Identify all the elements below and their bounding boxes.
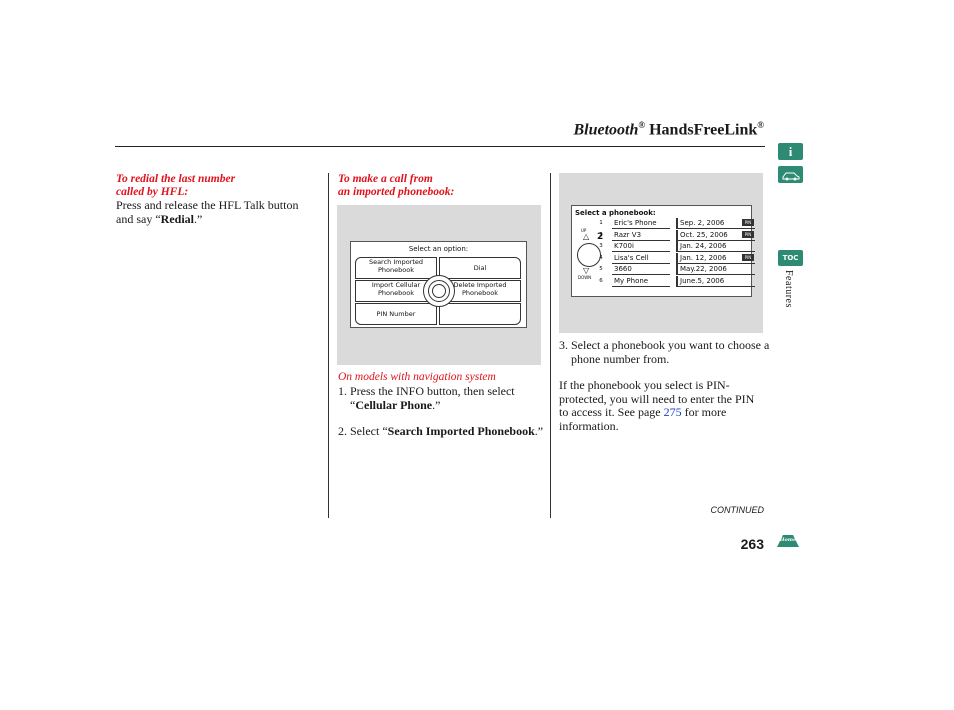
phonebook-date: Jan. 12, 2006 xyxy=(676,252,755,264)
phonebook-name: Razr V3 xyxy=(612,230,670,241)
column-divider-1 xyxy=(328,173,329,518)
pin-lock-icon: PIN xyxy=(742,219,754,226)
dial-knob-icon xyxy=(577,243,601,267)
info-icon[interactable]: i xyxy=(778,143,803,160)
phonebook-date: Oct. 25, 2006 xyxy=(676,229,755,241)
selector-knob-icon xyxy=(423,275,455,307)
step-3: 3. Select a phonebook you want to choose… xyxy=(559,338,770,366)
step-2: 2. Select “Search Imported Phonebook.” xyxy=(338,424,544,438)
up-arrow-icon: △ xyxy=(583,232,590,241)
navigation-note: On models with navigation system xyxy=(338,371,496,383)
option-dial[interactable]: Dial xyxy=(439,257,521,279)
page-number-footer: 263 xyxy=(740,536,764,552)
row-number: 3 xyxy=(599,243,603,249)
phonebook-screen-title: Select a phonebook: xyxy=(575,209,656,217)
phonebook-screen-panel: Select a phonebook: UP △ 2 ▽ DOWN 1 Eric'… xyxy=(559,173,763,333)
phonebook-name: Lisa's Cell xyxy=(612,253,670,264)
phonebook-date: Sep. 2, 2006 xyxy=(676,218,755,229)
car-icon[interactable] xyxy=(778,166,803,183)
option-empty xyxy=(439,303,521,325)
option-pin-number[interactable]: PIN Number xyxy=(355,303,437,325)
redial-text: Press and release the HFL Talk button an… xyxy=(116,198,299,226)
header-rule xyxy=(115,146,765,147)
row-number: 5 xyxy=(599,266,603,272)
phonebook-name: Eric's Phone xyxy=(612,218,670,229)
row-number: 6 xyxy=(599,277,603,284)
step-1: 1. Press the INFO button, then select “C… xyxy=(338,384,515,412)
phonebook-date: Jan. 24, 2006 xyxy=(676,241,755,252)
continued-label: CONTINUED xyxy=(710,505,765,515)
phonebook-date: June.5, 2006 xyxy=(676,275,755,287)
imported-phonebook-heading: To make a call from an imported phoneboo… xyxy=(338,173,455,198)
down-label: DOWN xyxy=(578,275,592,280)
toc-button[interactable]: TOC xyxy=(778,250,803,266)
phonebook-name: 3660 xyxy=(612,264,670,275)
phonebook-name: My Phone xyxy=(612,276,670,287)
option-screen: Select an option: Search Imported Phoneb… xyxy=(350,241,527,328)
up-label: UP xyxy=(581,228,587,233)
page-number: 2 xyxy=(597,232,604,242)
pin-info: If the phonebook you select is PIN-prote… xyxy=(559,378,755,433)
option-search-imported[interactable]: Search Imported Phonebook xyxy=(355,257,437,279)
section-label: Features xyxy=(783,270,794,308)
phonebook-screen: Select a phonebook: UP △ 2 ▽ DOWN 1 Eric'… xyxy=(571,205,755,297)
page-275-link[interactable]: 275 xyxy=(663,405,682,419)
row-number: 1 xyxy=(599,220,603,226)
option-screen-title: Select an option: xyxy=(408,245,469,253)
column-divider-2 xyxy=(550,173,551,518)
option-screen-panel: Select an option: Search Imported Phoneb… xyxy=(337,205,541,365)
pin-lock-icon: PIN xyxy=(742,253,754,261)
home-label: Home xyxy=(779,537,797,543)
phonebook-date: May.22, 2006 xyxy=(676,264,755,275)
pin-lock-icon: PIN xyxy=(742,230,754,238)
home-button[interactable]: Home xyxy=(775,532,801,548)
down-arrow-icon: ▽ xyxy=(583,266,590,275)
redial-heading: To redial the last number called by HFL: xyxy=(116,173,236,198)
page-title: Bluetooth® HandsFreeLink® xyxy=(573,120,764,139)
row-number: 2 xyxy=(599,231,603,238)
phonebook-name: K700i xyxy=(612,241,670,252)
row-number: 4 xyxy=(599,254,603,261)
